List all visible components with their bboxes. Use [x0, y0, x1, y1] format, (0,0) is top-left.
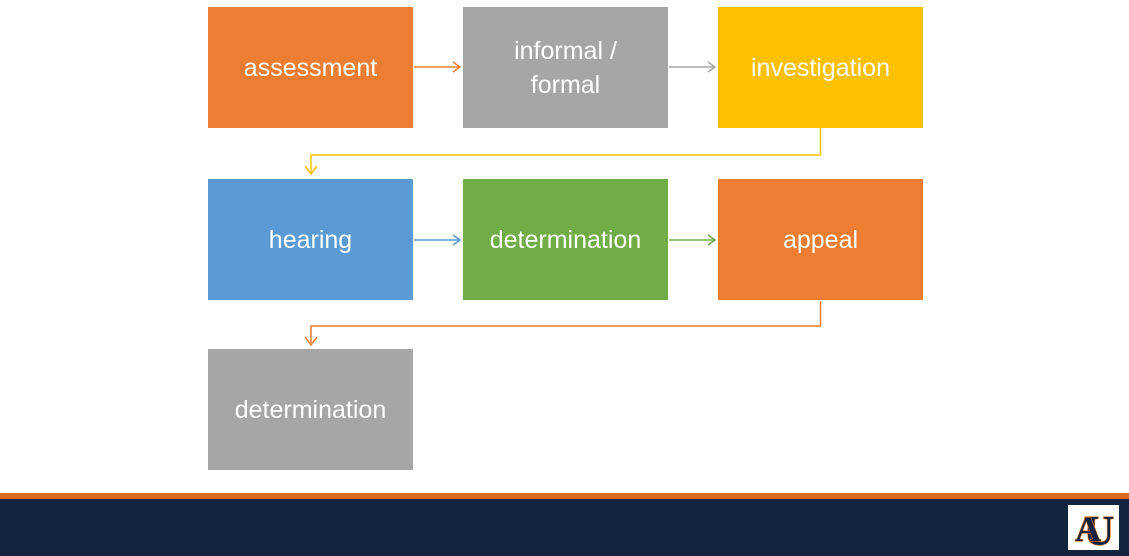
node-investigation-label: investigation: [751, 53, 890, 82]
arrow-appeal-to-final-determination: [304, 301, 822, 347]
arrow-investigation-to-hearing: [304, 128, 822, 176]
node-informal-formal: informal / formal: [463, 7, 668, 128]
node-determination: determination: [463, 179, 668, 300]
auburn-au-logo: U A: [1068, 505, 1119, 550]
logo-background: [1068, 505, 1119, 550]
arrow-hearing-to-determination: [414, 234, 462, 246]
node-assessment: assessment: [208, 7, 413, 128]
node-final-determination-label: determination: [234, 395, 387, 424]
node-informal-formal-label: informal / formal: [514, 36, 617, 99]
node-final-determination: determination: [208, 349, 413, 470]
footer-bar: U A: [0, 499, 1129, 556]
node-appeal: appeal: [718, 179, 923, 300]
footer-accent-stripe: [0, 493, 1129, 499]
node-appeal-label: appeal: [782, 225, 859, 254]
node-hearing-label: hearing: [268, 225, 353, 254]
node-assessment-label: assessment: [243, 53, 378, 82]
arrow-assessment-to-informal-formal: [414, 61, 462, 73]
arrow-determination-to-appeal: [669, 234, 717, 246]
logo-letter-a: A: [1075, 509, 1101, 549]
node-determination-label: determination: [489, 225, 642, 254]
arrow-informal-formal-to-investigation: [669, 61, 717, 73]
node-hearing: hearing: [208, 179, 413, 300]
logo-letter-u: U: [1084, 509, 1114, 550]
node-investigation: investigation: [718, 7, 923, 128]
